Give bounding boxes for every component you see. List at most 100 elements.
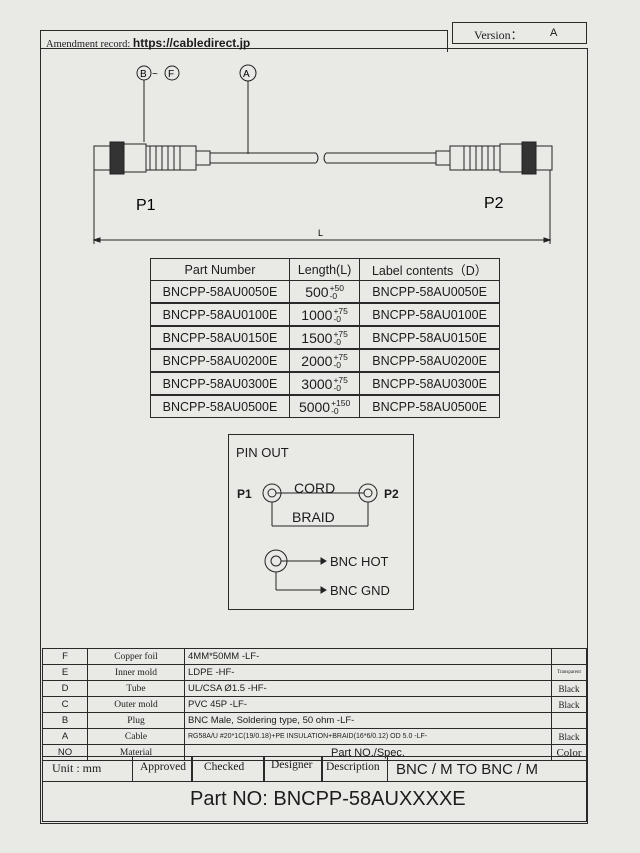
length-value: 3000 — [301, 375, 333, 392]
bom-color — [551, 712, 587, 729]
cable-drawing: B ~ F A P1 P2 — [92, 64, 553, 244]
bom-color: Black — [551, 728, 587, 745]
drawing-frame — [40, 48, 588, 824]
length-value: 500 — [305, 283, 329, 300]
checked-cell — [192, 756, 264, 782]
bom-spec: PVC 45P -LF- — [184, 696, 552, 713]
bom-material: Outer mold — [87, 696, 185, 713]
length-cell: 5000+150-0 — [288, 394, 361, 418]
version-box — [452, 22, 587, 44]
pinout-braid: BRAID — [292, 509, 335, 525]
bom-color — [551, 648, 587, 665]
label-contents-cell: BNCPP-58AU0200E — [359, 348, 500, 373]
length-dimension — [92, 170, 552, 244]
tolerance-lower: -0 — [333, 313, 342, 324]
bom-letter: A — [42, 728, 88, 745]
part-number-cell: BNCPP-58AU0150E — [150, 325, 290, 350]
part-number-cell: BNCPP-58AU0300E — [150, 371, 290, 396]
tolerance-lower: -0 — [333, 336, 342, 347]
tolerance-upper: +75 — [333, 351, 348, 362]
part-number-cell: BNCPP-58AU0500E — [150, 394, 290, 418]
length-cell: 3000+75-0 — [288, 371, 361, 396]
length-value: 1000 — [301, 306, 333, 323]
p2-label: P2 — [484, 195, 504, 212]
tolerance-lower: -0 — [329, 290, 338, 301]
tolerance-lower: -0 — [333, 382, 342, 393]
length-value: 5000 — [298, 398, 331, 415]
part-number-cell: BNCPP-58AU0050E — [150, 280, 290, 304]
unit-label: Unit : mm — [52, 761, 102, 775]
tolerance-upper: +75 — [333, 305, 348, 316]
approved-cell — [132, 756, 192, 782]
length-cell: 1000+75-0 — [288, 302, 361, 327]
pinout-box — [228, 434, 414, 610]
bom-color: Transparent — [551, 664, 587, 681]
bom-material: Tube — [87, 680, 185, 697]
callout-a: A — [239, 64, 257, 154]
length-cell: 500+50-0 — [288, 280, 361, 304]
bom-material: Cable — [87, 728, 185, 745]
pinout-title: PIN OUT — [236, 445, 289, 460]
col-label-contents: Label contents（D） — [359, 258, 500, 281]
part-number-cell: BNCPP-58AU0200E — [150, 348, 290, 373]
label-contents-cell: BNCPP-58AU0300E — [359, 371, 500, 396]
tolerance-lower: -0 — [331, 405, 339, 416]
pinout-gnd: BNC GND — [330, 583, 390, 598]
label-contents-cell: BNCPP-58AU0050E — [359, 280, 500, 304]
pinout-cord: CORD — [294, 480, 336, 496]
amendment-label-text: Amendment record: — [46, 39, 131, 50]
amendment-url[interactable]: https://cabledirect.jp — [132, 36, 251, 50]
bom-spec: UL/CSA Ø1.5 -HF- — [184, 680, 552, 697]
p2-connector — [435, 141, 553, 175]
part-no-title: Part NO: BNCPP-58AUXXXXE — [190, 788, 466, 810]
col-part-number: Part Number — [150, 258, 290, 281]
designer-cell — [264, 756, 322, 782]
part-table-row: BNCPP-58AU0150E 1500+75-0 BNCPP-58AU0150E — [150, 325, 500, 350]
svg-text:A: A — [243, 69, 250, 80]
bom-letter: B — [42, 712, 88, 729]
bom-material: Copper foil — [87, 648, 185, 665]
part-number-table: Part Number Length(L) Label contents（D） … — [150, 258, 500, 418]
approved-label: Approved — [140, 761, 186, 773]
version-label: Version： — [474, 28, 523, 42]
bom-letter: D — [42, 680, 88, 697]
p1-label: P1 — [136, 197, 156, 214]
callout-b-f: B ~ F — [136, 65, 180, 142]
tolerance-upper: +75 — [333, 328, 348, 339]
col-length: Length(L) — [288, 258, 361, 281]
label-contents-cell: BNCPP-58AU0150E — [359, 325, 500, 350]
svg-text:B: B — [140, 69, 147, 80]
bom-color: Black — [551, 680, 587, 697]
bom-spec: RG58A/U #20*1C(19/0.18)+PE INSULATION+BR… — [184, 728, 552, 745]
svg-text:F: F — [168, 69, 174, 80]
pinout-p1: P1 — [237, 487, 252, 501]
pinout-hot: BNC HOT — [330, 554, 389, 569]
tolerance-upper: +50 — [329, 282, 344, 293]
svg-text:~: ~ — [152, 69, 158, 80]
length-cell: 2000+75-0 — [288, 348, 361, 373]
cable-body — [210, 152, 436, 164]
bom-spec: BNC Male, Soldering type, 50 ohm -LF- — [184, 712, 552, 729]
bom-spec: 4MM*50MM -LF- — [184, 648, 552, 665]
bom-material: Plug — [87, 712, 185, 729]
description-label: Description — [326, 761, 380, 773]
length-value: 2000 — [301, 352, 333, 369]
label-contents-cell: BNCPP-58AU0500E — [359, 394, 500, 418]
pinout-p2: P2 — [384, 487, 399, 501]
length-value: 1500 — [301, 329, 333, 346]
description-cell — [322, 756, 388, 782]
p1-connector — [93, 141, 211, 175]
part-table-header: Part Number Length(L) Label contents（D） — [150, 258, 500, 281]
version-value: A — [550, 27, 558, 39]
